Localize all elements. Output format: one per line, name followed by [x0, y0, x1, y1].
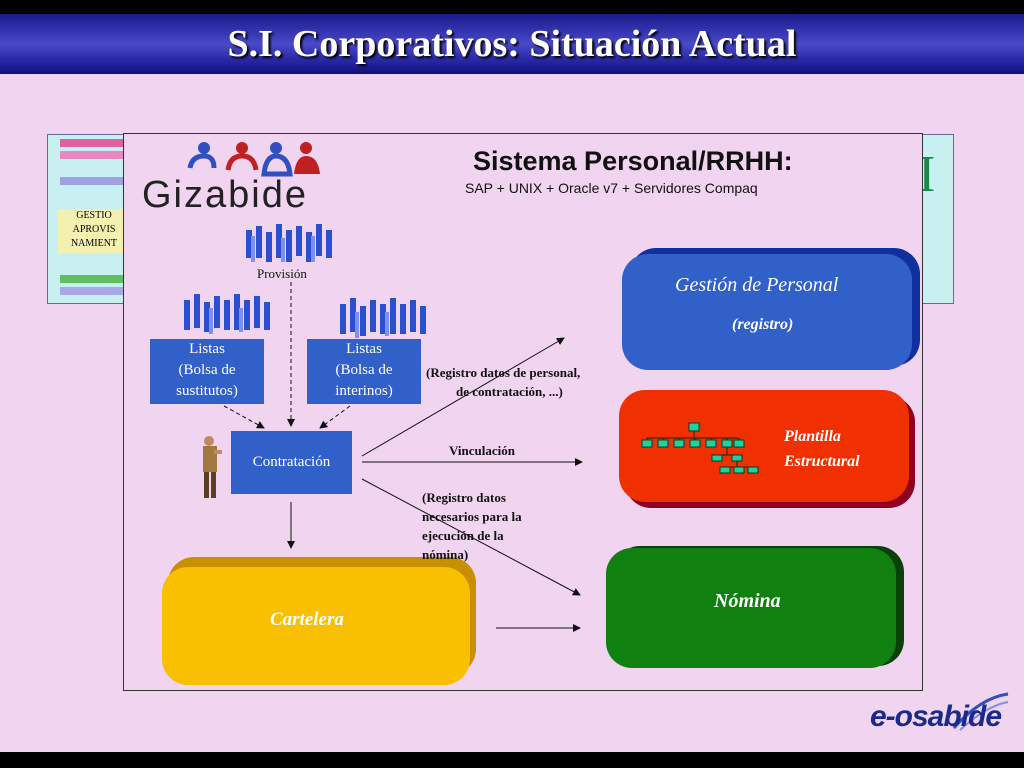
annotation-line: nómina): [422, 547, 469, 562]
stripe-lavender: [60, 177, 130, 185]
list-line: Listas: [346, 341, 382, 357]
list-line: sustitutos): [176, 383, 238, 399]
annotation-line: ejecución de la: [422, 528, 504, 543]
gizabide-logo: Gizabide: [142, 174, 308, 216]
cartelera-box: [162, 567, 470, 685]
list-line: Listas: [189, 341, 225, 357]
diagram-panel: Gizabide Sistema Personal/RRHH: SAP + UN…: [123, 133, 923, 691]
list-box-sustitutos: Listas (Bolsa de sustitutos): [150, 339, 264, 404]
diagram-arrows: [223, 282, 583, 632]
system-title: Sistema Personal/RRHH:: [473, 146, 793, 176]
contratacion-box: Contratación: [231, 431, 352, 494]
arrow-to-nomina: [361, 478, 581, 596]
annotation-line: (Registro datos: [422, 490, 506, 505]
slide-title: S.I. Corporativos: Situación Actual: [227, 23, 797, 65]
stripe-lavender-2: [60, 287, 130, 295]
annotation-line: (Registro datos de personal,: [426, 365, 581, 380]
list-box-interinos: Listas (Bolsa de interinos): [307, 339, 421, 404]
stripe-pink-light: [60, 151, 130, 159]
arrow-interinos: [319, 405, 351, 429]
arrow-sustitutos: [223, 405, 265, 429]
gestion-title: Gestión de Personal: [675, 274, 839, 296]
org-chart-icon: [641, 422, 759, 474]
osabide-swoosh-icon: [952, 692, 1009, 731]
cartelera-label: Cartelera: [270, 609, 344, 630]
stripe-pink: [60, 139, 130, 147]
annotation-registro-personal: (Registro datos de personal, de contrata…: [426, 363, 580, 401]
crowd-sustitutos-icon: [184, 294, 270, 334]
top-black-bar: [0, 0, 1024, 14]
crowd-interinos-icon: [340, 298, 426, 338]
nomina-label: Nómina: [714, 590, 781, 612]
crowd-provision-icon: [246, 224, 332, 262]
list-line: (Bolsa de: [335, 362, 393, 378]
annotation-registro-nomina: (Registro datos necesarios para la ejecu…: [422, 488, 522, 564]
gestion-personal-box: [622, 254, 912, 370]
annotation-vinculacion: Vinculación: [449, 443, 515, 458]
background-box: GESTIO APROVIS NAMIENT: [58, 209, 130, 253]
gizabide-people-icon: [187, 142, 320, 177]
nomina-box: [606, 548, 896, 668]
annotation-line: de contratación, ...): [456, 384, 563, 399]
list-line: (Bolsa de: [178, 362, 236, 378]
footer-logo: e-osabide: [870, 700, 1002, 733]
list-line: interinos): [335, 383, 393, 399]
back-box-line: APROVIS: [72, 224, 116, 235]
plantilla-line2: Estructural: [784, 453, 860, 470]
arrow-to-gestion: [361, 337, 565, 457]
system-subtitle: SAP + UNIX + Oracle v7 + Servidores Comp…: [465, 180, 758, 196]
plantilla-line1: Plantilla: [784, 428, 841, 445]
stripe-green: [60, 275, 130, 283]
back-box-line: GESTIO: [76, 210, 112, 221]
title-bar: [0, 14, 1024, 74]
person-icon: [203, 436, 222, 498]
bottom-black-bar: [0, 752, 1024, 768]
back-box-line: NAMIENT: [70, 238, 118, 249]
annotation-line: necesarios para la: [422, 509, 522, 524]
gestion-sub: (registro): [732, 316, 794, 333]
provision-label: Provisión: [257, 266, 307, 281]
